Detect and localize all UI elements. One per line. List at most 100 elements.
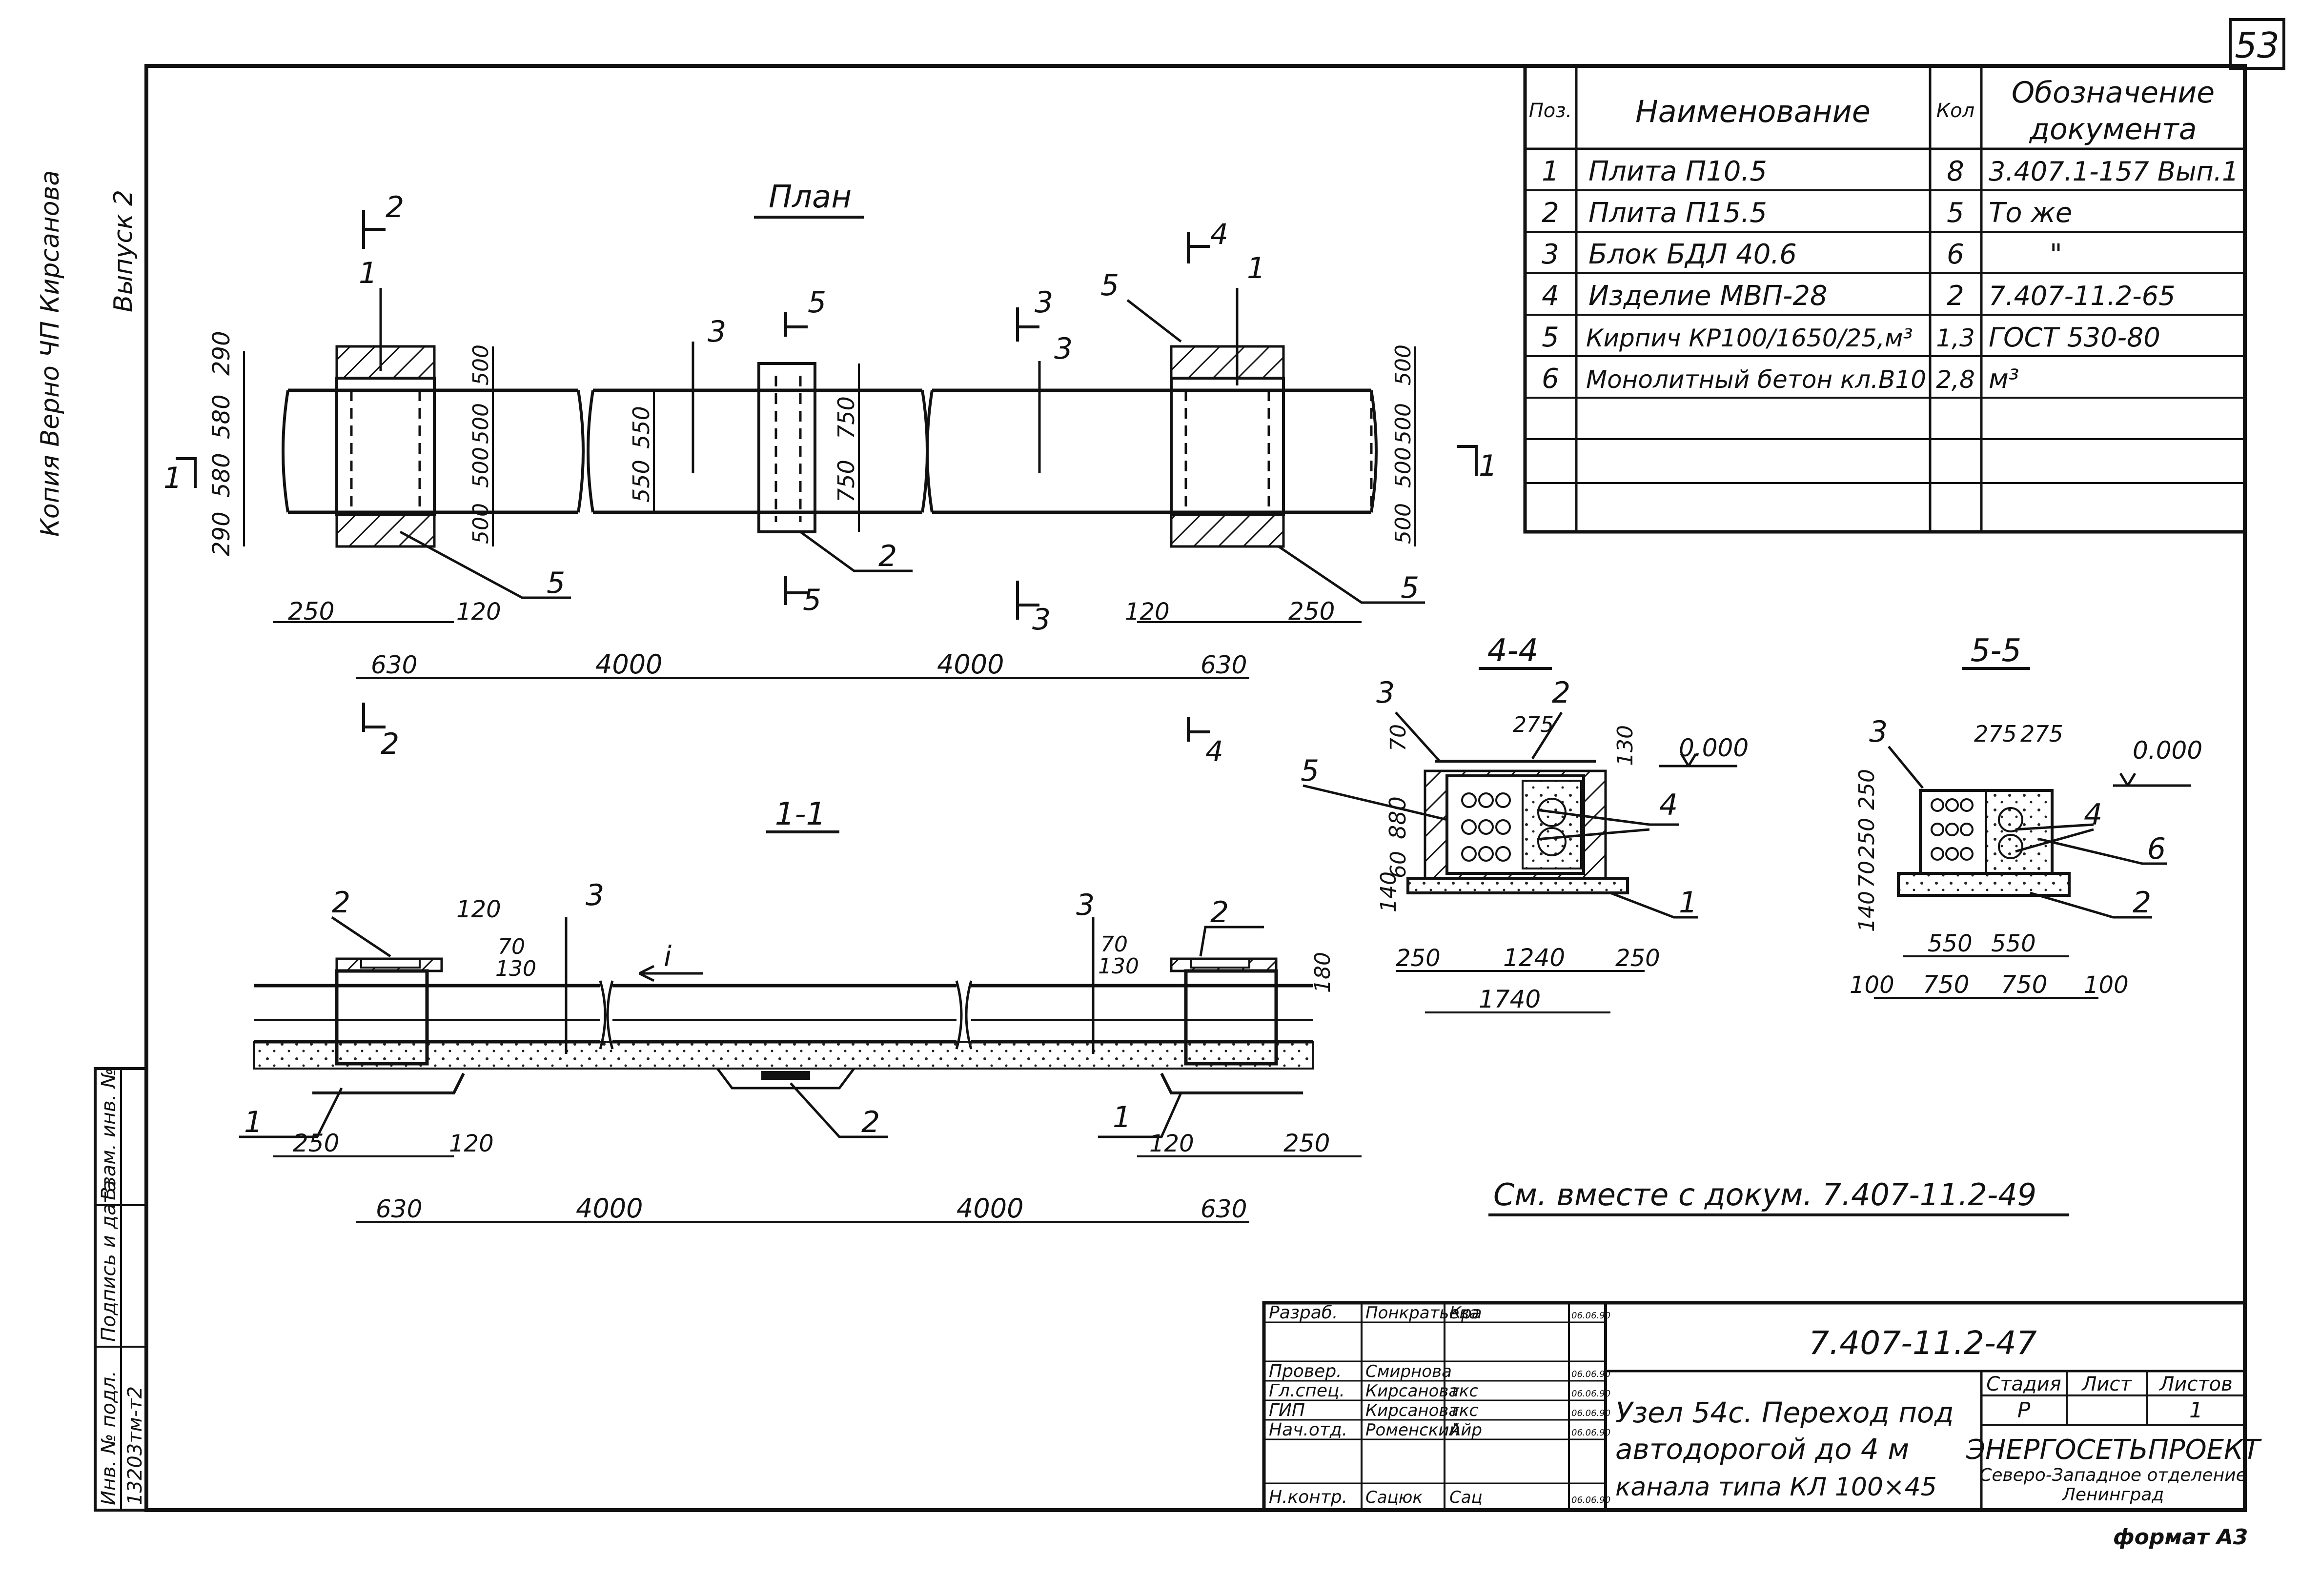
svg-text:500: 500 (1391, 503, 1416, 544)
svg-text:2: 2 (1552, 676, 1570, 710)
svg-text:630: 630 (1201, 1195, 1247, 1223)
th-name: Наименование (1635, 94, 1871, 129)
svg-text:Айр: Айр (1448, 1420, 1482, 1440)
svg-text:550: 550 (628, 460, 654, 503)
role-row: ГИП Кирсанова ткс 06.06.90 (1269, 1400, 1610, 1420)
svg-text:500: 500 (468, 503, 493, 544)
svg-text:630: 630 (371, 651, 417, 679)
svg-text:180: 180 (1310, 952, 1335, 993)
svg-text:Сац: Сац (1449, 1488, 1483, 1507)
svg-text:1: 1 (1542, 156, 1559, 187)
svg-text:130: 130 (1613, 725, 1638, 766)
svg-text:2: 2 (381, 727, 399, 761)
svg-text:4: 4 (1542, 280, 1559, 312)
svg-text:06.06.90: 06.06.90 (1571, 1311, 1610, 1321)
svg-text:290: 290 (208, 511, 235, 556)
svg-text:120: 120 (456, 896, 501, 923)
svg-text:70: 70 (1854, 861, 1879, 888)
left-stamp: Инв. № подл. Подпись и дата Взам. инв. №… (94, 1067, 148, 1512)
svg-text:2: 2 (878, 539, 897, 573)
svg-text:ГИП: ГИП (1269, 1400, 1305, 1420)
svg-text:250: 250 (1283, 1129, 1330, 1157)
role-row: Н.контр. Сацюк Сац 06.06.90 (1269, 1487, 1610, 1507)
svg-text:Смирнова: Смирнова (1365, 1362, 1452, 1381)
svg-text:3: 3 (586, 878, 604, 912)
svg-text:500: 500 (1391, 447, 1416, 488)
svg-text:Гл.спец.: Гл.спец. (1269, 1381, 1345, 1401)
svg-text:06.06.90: 06.06.90 (1571, 1408, 1610, 1418)
svg-text:Лист: Лист (2081, 1373, 2132, 1395)
svg-text:7.407-11.2-65: 7.407-11.2-65 (1989, 281, 2176, 311)
spec-row: 2 Плита П15.5 5 То же (1542, 197, 2072, 229)
org-name: ЭНЕРГОСЕТЬПРОЕКТ (1966, 1434, 2262, 1466)
svg-text:250: 250 (293, 1129, 339, 1157)
spec-row: 3 Блок БДЛ 40.6 6 " (1542, 239, 2062, 270)
svg-text:3: 3 (1869, 715, 1888, 749)
svg-text:500: 500 (468, 344, 493, 385)
th-qty: Кол (1936, 100, 1974, 122)
svg-text:140: 140 (1854, 891, 1879, 932)
svg-text:580: 580 (208, 394, 235, 439)
svg-text:Плита П10.5: Плита П10.5 (1588, 156, 1767, 187)
svg-text:Р: Р (2017, 1398, 2031, 1423)
stamp-sign-label: Подпись и дата (98, 1180, 120, 1342)
svg-text:Роменский: Роменский (1365, 1420, 1460, 1440)
doc-code: 7.407-11.2-47 (1809, 1324, 2037, 1362)
svg-text:2: 2 (2133, 886, 2151, 920)
th-doc-1: Обозначение (2012, 76, 2215, 110)
svg-text:880: 880 (1384, 796, 1411, 839)
svg-text:ГОСТ 530-80: ГОСТ 530-80 (1989, 322, 2160, 353)
spec-row: 1 Плита П10.5 8 3.407.1-157 Вып.1 (1542, 156, 2239, 187)
svg-text:4000: 4000 (595, 649, 662, 680)
svg-text:2: 2 (386, 190, 404, 224)
svg-text:250: 250 (1854, 769, 1879, 810)
page-number-box (2229, 18, 2285, 70)
svg-text:3: 3 (1376, 676, 1395, 710)
svg-text:Провер.: Провер. (1269, 1361, 1342, 1381)
title-line-3: канала типа КЛ 100×45 (1615, 1473, 1937, 1502)
title-line-2: автодорогой до 4 м (1615, 1433, 1909, 1466)
svg-text:1: 1 (1479, 449, 1497, 483)
svg-text:130: 130 (495, 956, 536, 981)
svg-text:3: 3 (1542, 239, 1559, 270)
svg-text:250: 250 (1854, 818, 1879, 859)
sheet-frame (144, 64, 2247, 1512)
svg-text:120: 120 (1125, 598, 1170, 626)
svg-text:Кирсанова: Кирсанова (1365, 1381, 1459, 1401)
role-row: Провер. Смирнова 06.06.90 (1269, 1361, 1610, 1381)
spec-table: Поз. Наименование Кол Обозначение докуме… (1523, 64, 2247, 534)
svg-text:5: 5 (1947, 197, 1964, 229)
svg-text:2: 2 (1947, 280, 1964, 312)
title-block: 7.407-11.2-47 Узел 54с. Переход под авто… (1262, 1301, 2262, 1512)
svg-text:6: 6 (1947, 239, 1964, 270)
section-4-title: 4-4 (1487, 633, 1539, 669)
svg-text:120: 120 (456, 598, 501, 626)
svg-text:5: 5 (808, 285, 826, 320)
svg-text:i: i (664, 940, 672, 973)
svg-text:м³: м³ (1989, 364, 2019, 394)
svg-text:06.06.90: 06.06.90 (1571, 1495, 1610, 1505)
svg-text:290: 290 (208, 331, 235, 376)
svg-text:3.407.1-157 Вып.1: 3.407.1-157 Вып.1 (1989, 156, 2239, 187)
svg-text:5: 5 (803, 583, 821, 617)
see-also-note: См. вместе с докум. 7.407-11.2-49 (1493, 1177, 2036, 1212)
svg-text:250: 250 (288, 597, 334, 626)
svg-text:4000: 4000 (576, 1193, 643, 1224)
svg-text:750: 750 (833, 460, 859, 503)
svg-text:4000: 4000 (957, 1193, 1023, 1224)
svg-text:1: 1 (244, 1105, 263, 1139)
stamp-replace-label: Взам. инв. № (98, 1068, 120, 1200)
svg-text:2,8: 2,8 (1936, 365, 1975, 394)
svg-text:4: 4 (1205, 735, 1223, 768)
svg-text:500: 500 (468, 403, 493, 444)
svg-text:8: 8 (1947, 156, 1964, 187)
svg-text:6: 6 (2147, 832, 2166, 866)
svg-text:1: 1 (2189, 1398, 2203, 1423)
stamp-inv-label: Инв. № подл. (98, 1371, 120, 1505)
svg-text:4000: 4000 (937, 649, 1004, 680)
role-row: Гл.спец. Кирсанова ткс 06.06.90 (1269, 1381, 1610, 1401)
svg-text:1: 1 (1113, 1100, 1131, 1134)
section-5-5: 5-5 0.000 3 275 275 250 250 70 140 4 6 2… (1850, 633, 2202, 999)
section-5-title: 5-5 (1971, 633, 2022, 669)
